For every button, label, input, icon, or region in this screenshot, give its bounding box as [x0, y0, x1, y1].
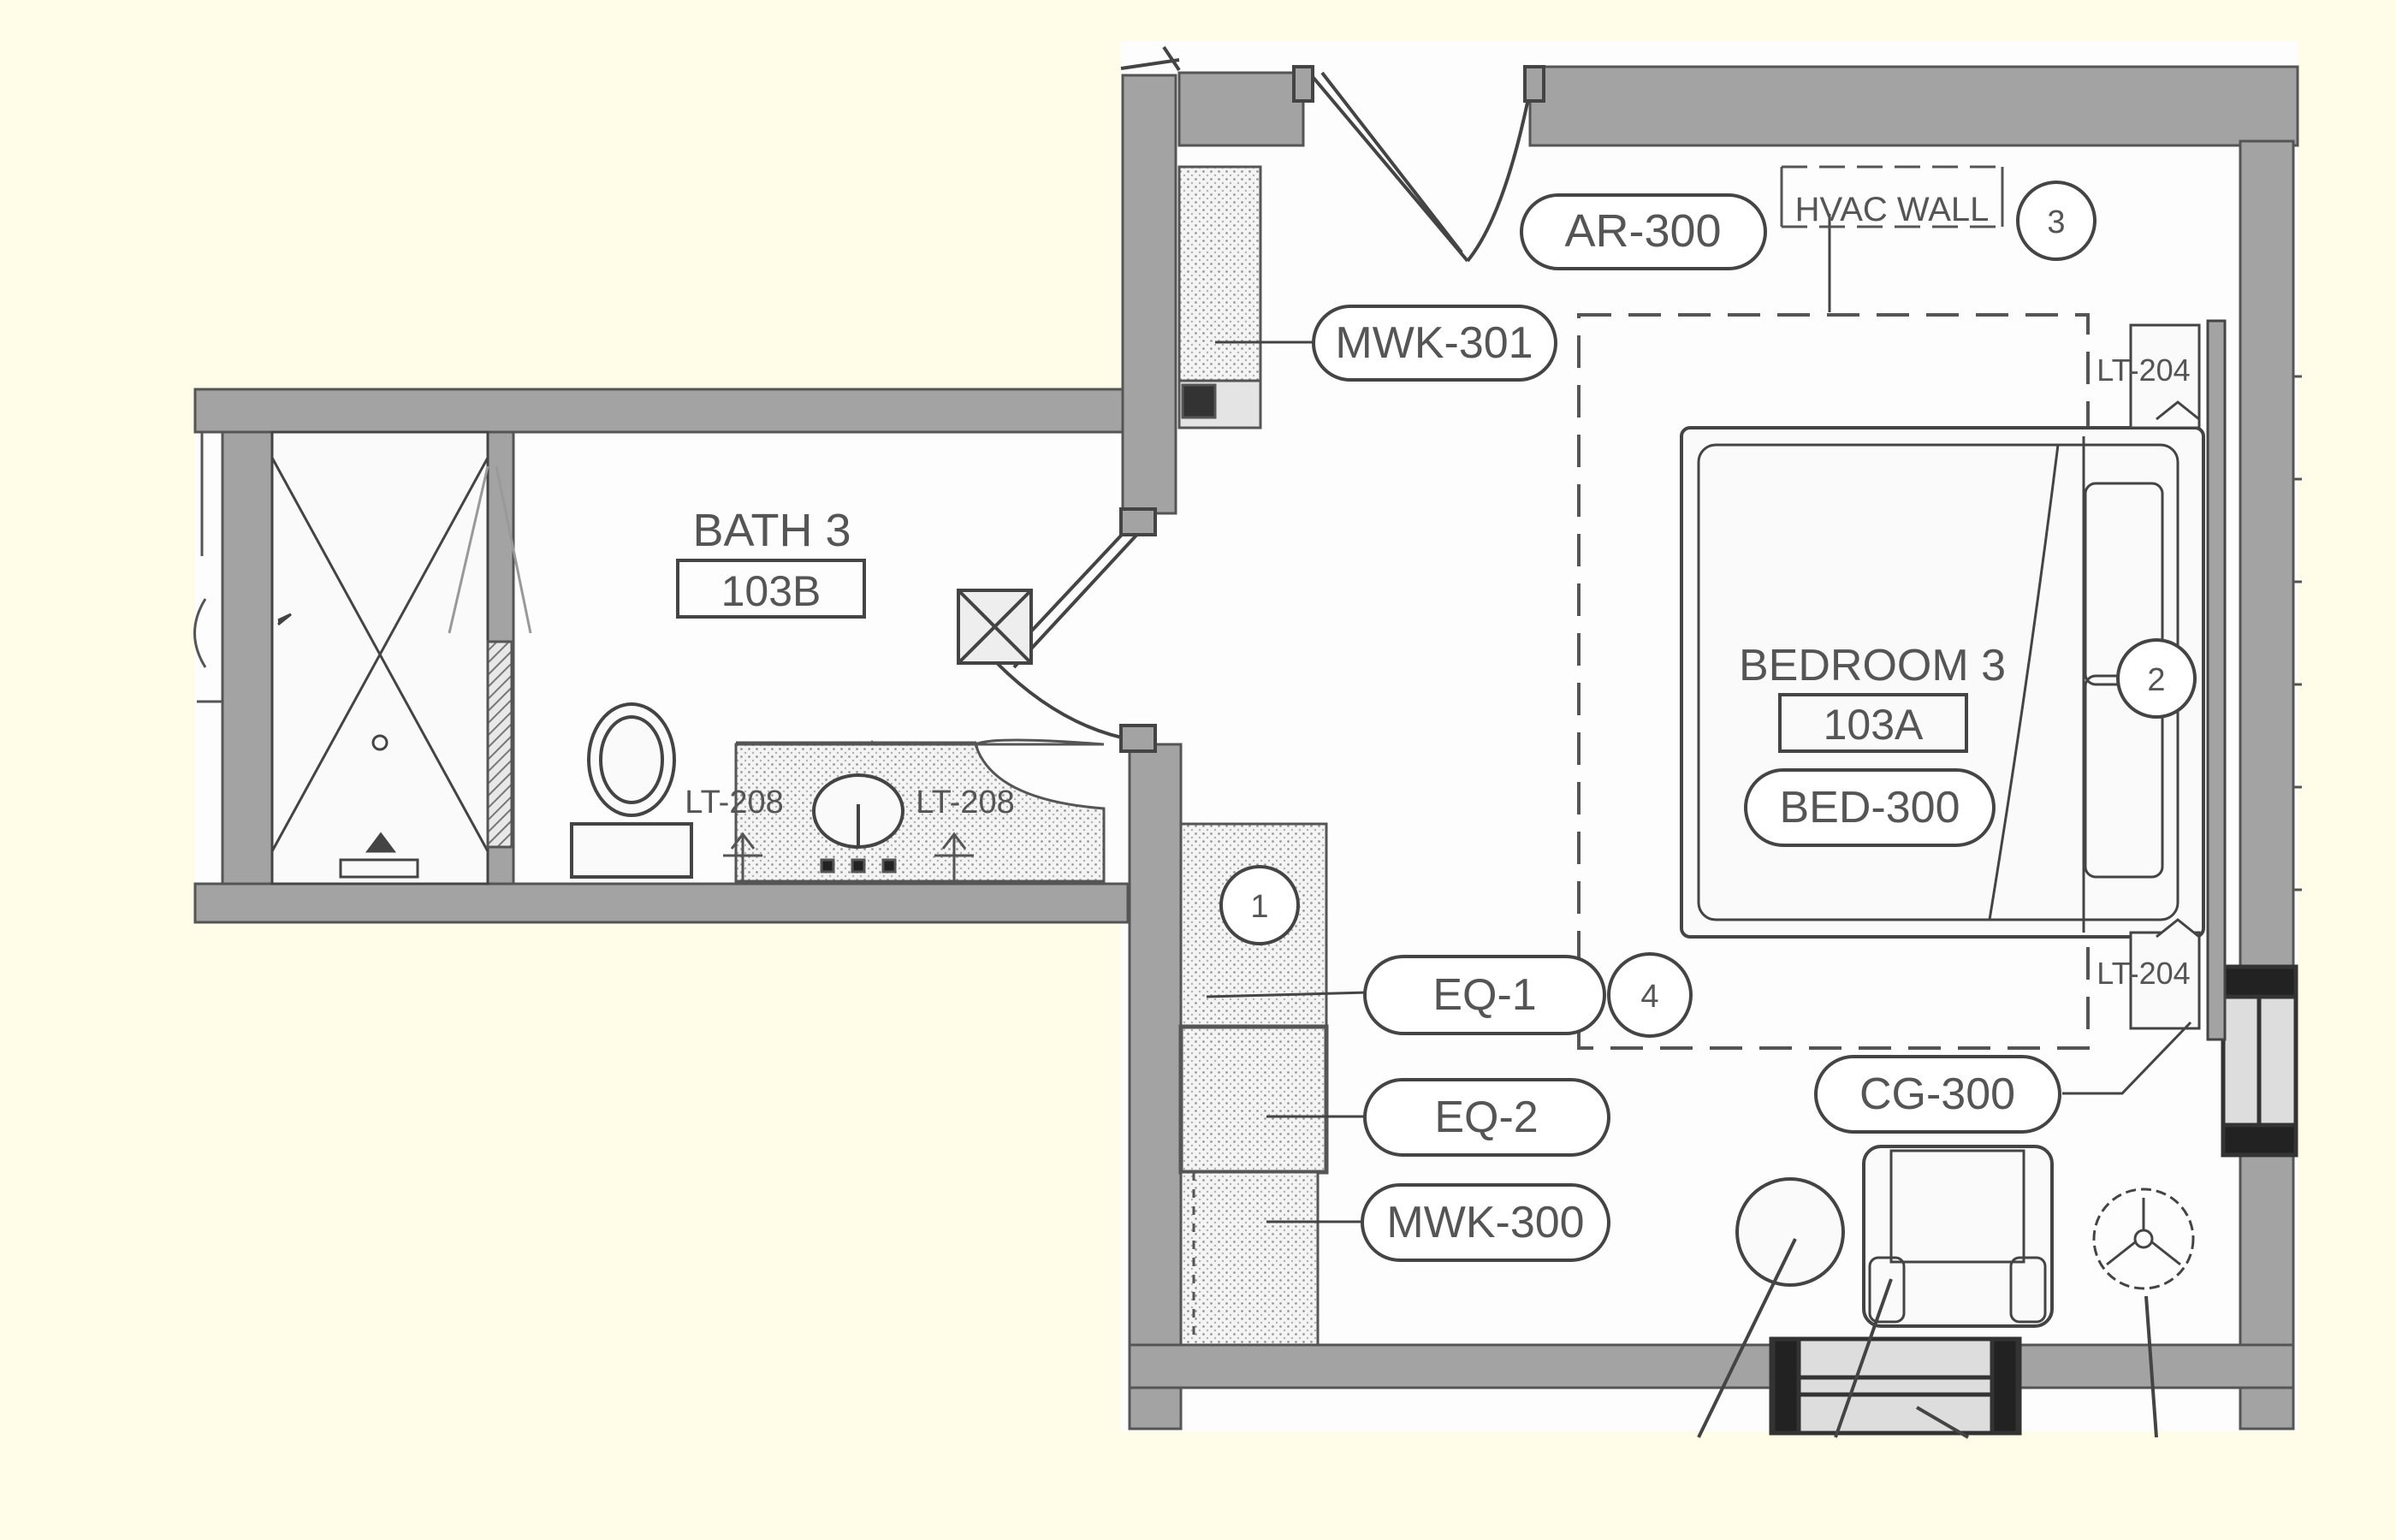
lt-208-fixture-left [723, 832, 762, 881]
lt-208-label-left: LT-208 [685, 785, 783, 820]
vanity-counter [734, 738, 1106, 883]
bedroom-number-box [1778, 693, 1968, 753]
hvac-wall-label: HVAC WALL [1795, 191, 1990, 228]
key-note-2: 2 [2116, 638, 2197, 719]
round-table [1735, 1177, 1845, 1287]
svg-text:4: 4 [1640, 979, 1658, 1015]
tag-mwk-301: MWK-301 [1312, 305, 1557, 382]
key-note-4: 4 [1607, 952, 1693, 1038]
shower-stall [270, 430, 489, 886]
lt-208-fixture-right [934, 832, 974, 881]
bedroom-name: BEDROOM 3 [1739, 641, 2006, 690]
armchair [1862, 1145, 2054, 1328]
svg-text:AR-300: AR-300 [1564, 205, 1721, 257]
tag-eq-2: EQ-2 [1363, 1078, 1610, 1157]
svg-text:EQ-1: EQ-1 [1432, 970, 1536, 1020]
tag-eq-1: EQ-1 [1363, 955, 1606, 1035]
mwk-301-cabinet [1177, 165, 1262, 429]
tag-cg-300: CG-300 [1814, 1055, 2061, 1134]
tag-leaders [1206, 214, 2192, 1223]
left-partial-fixture [193, 432, 222, 703]
leader-lines [1697, 1238, 2158, 1439]
toilet [570, 702, 693, 879]
svg-text:3: 3 [2047, 204, 2065, 240]
key-note-3: 3 [2016, 181, 2096, 261]
bottom-window [1769, 1336, 2022, 1436]
svg-text:BED-300: BED-300 [1780, 783, 1960, 832]
bath-room-number: 103B [721, 567, 821, 615]
ceiling-fan-icon [2092, 1188, 2195, 1290]
lt-204-label-bottom: LT-204 [2096, 956, 2190, 991]
equipment-cabinets [1178, 822, 1329, 1347]
lt-204-box-bottom [2129, 918, 2201, 1030]
tag-mwk-300: MWK-300 [1361, 1183, 1610, 1262]
lt-204-box-top [2129, 323, 2201, 429]
hvac-wall-box [1780, 165, 2004, 228]
entry-door [1120, 45, 1545, 263]
tag-bed-300: BED-300 [1744, 768, 1996, 847]
bath-room-name: BATH 3 [692, 505, 851, 556]
tag-ar-300: AR-300 [1520, 193, 1767, 270]
key-note-1: 1 [1219, 865, 1300, 945]
right-wall-ticks [2293, 375, 2302, 891]
walls [193, 65, 2299, 1430]
bath-room-number-box [676, 559, 866, 619]
svg-text:1: 1 [1250, 889, 1268, 925]
svg-text:2: 2 [2147, 662, 2165, 698]
svg-text:EQ-2: EQ-2 [1434, 1093, 1538, 1142]
headboard [2206, 319, 2227, 1041]
bedroom-number: 103A [1824, 701, 1924, 749]
lt-204-label-top: LT-204 [2096, 352, 2190, 388]
shower-glass [448, 465, 532, 849]
right-window [2221, 964, 2298, 1158]
svg-text:CG-300: CG-300 [1859, 1069, 2015, 1119]
svg-text:MWK-301: MWK-301 [1335, 318, 1533, 368]
exhaust-fan [957, 589, 1033, 665]
lt-208-label-right: LT-208 [916, 785, 1014, 820]
svg-text:MWK-300: MWK-300 [1386, 1198, 1584, 1247]
